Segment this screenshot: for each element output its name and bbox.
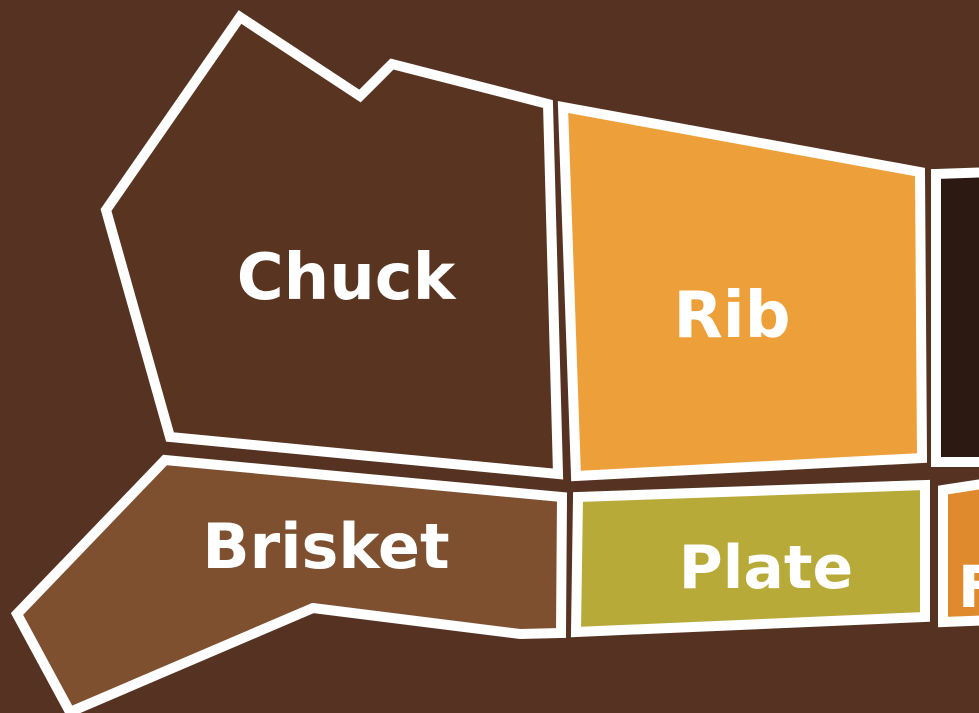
label-flank: F: [958, 553, 979, 621]
label-brisket: Brisket: [202, 510, 449, 583]
label-chuck: Chuck: [237, 241, 457, 315]
cut-loin[interactable]: [936, 172, 979, 462]
label-rib: Rib: [673, 279, 790, 353]
label-plate: Plate: [679, 533, 853, 603]
